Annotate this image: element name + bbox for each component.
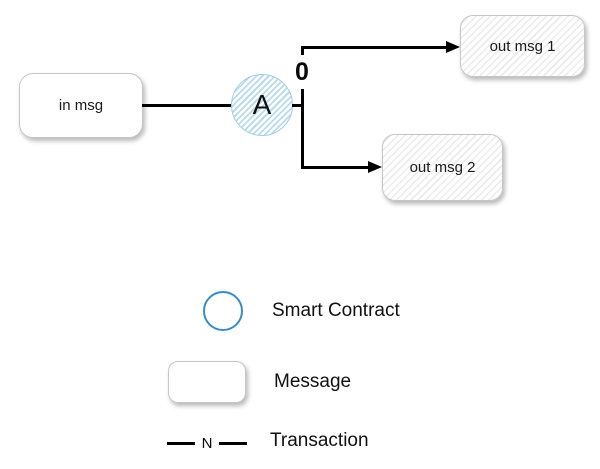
legend-transaction-line-n-label: N [195,434,219,453]
edge-in-msg-to-contract [142,104,232,107]
legend-smart-contract-label: Smart Contract [272,300,400,321]
edge-to-out-msg-2 [301,166,369,169]
smart-contract-node: A [231,74,293,136]
transaction-seqno-label: 0 [288,55,316,89]
in-msg-node: in msg [19,73,143,138]
out-msg-2-node: out msg 2 [382,134,503,201]
legend-message-label: Message [274,371,352,392]
branch-vertical-line [301,46,304,169]
legend-transaction-label: Transaction [270,430,369,451]
arrowhead-out-msg-1-icon [446,41,460,53]
out-msg-1-node: out msg 1 [460,15,585,77]
edge-to-out-msg-1 [301,46,447,49]
edge-contract-to-branch [292,104,304,107]
arrowhead-out-msg-2-icon [368,161,382,173]
in-msg-label: in msg [58,97,104,114]
out-msg-1-label: out msg 1 [489,37,556,55]
legend-message-icon [168,361,246,403]
smart-contract-label: A [252,89,272,120]
out-msg-2-label: out msg 2 [409,159,476,176]
legend-smart-contract-icon [203,291,243,331]
